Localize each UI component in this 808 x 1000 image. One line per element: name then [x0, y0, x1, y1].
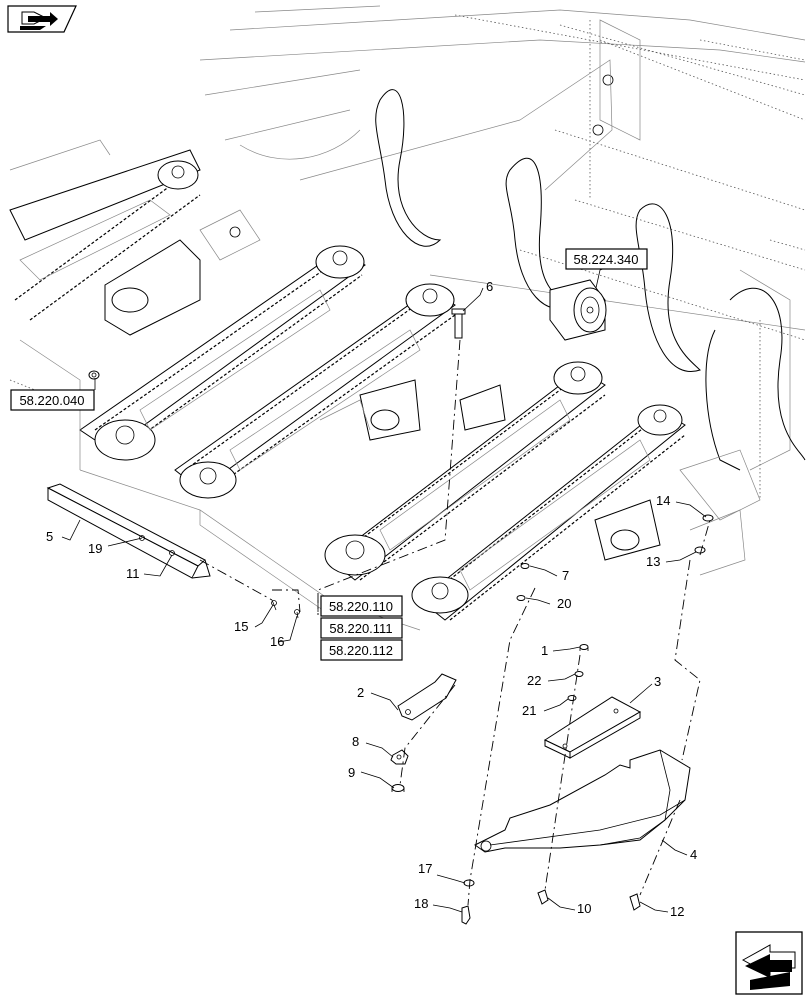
bolt-part-18 [461, 905, 471, 925]
reference-box-58-220-111[interactable]: 58.220.111 [320, 617, 403, 639]
reference-label: 58.220.112 [329, 643, 393, 658]
callout-5: 5 [46, 529, 53, 544]
callout-15: 15 [234, 619, 248, 634]
callout-16: 16 [270, 634, 284, 649]
reference-box-58-220-040[interactable]: 58.220.040 [10, 389, 95, 411]
callout-12: 12 [670, 904, 684, 919]
callout-10: 10 [577, 901, 591, 916]
callout-20: 20 [557, 596, 571, 611]
angle-strip-part-5 [46, 483, 211, 579]
callout-7: 7 [562, 568, 569, 583]
callout-14: 14 [656, 493, 670, 508]
callout-11: 11 [126, 566, 140, 581]
reference-label: 58.224.340 [573, 252, 638, 267]
bolt-part-12 [629, 893, 641, 911]
shield-part-4 [474, 749, 691, 853]
bracket-part-2 [397, 673, 457, 721]
fastener-ref-220-040 [88, 370, 100, 380]
callout-19: 19 [88, 541, 102, 556]
callout-18: 18 [414, 896, 428, 911]
plate-part-3 [543, 696, 642, 759]
pin-part-16 [294, 609, 300, 619]
leader-lines [61, 266, 707, 913]
fastener-part-22 [574, 671, 584, 677]
callout-13: 13 [646, 554, 660, 569]
auger-flights [239, 89, 806, 471]
row-unit-3 [174, 283, 456, 499]
callout-3: 3 [654, 674, 661, 689]
row-unit-2 [79, 209, 366, 461]
callout-labels: 5 19 11 6 15 16 2 8 9 1 22 21 3 4 17 18 … [46, 279, 697, 919]
callout-2: 2 [357, 685, 364, 700]
navigation-arrow-icon[interactable] [7, 5, 77, 33]
callout-6: 6 [486, 279, 493, 294]
orientation-arrow-icon[interactable] [735, 931, 803, 995]
fastener-part-21 [567, 695, 577, 701]
reference-box-58-224-340[interactable]: 58.224.340 [565, 248, 648, 270]
callout-1: 1 [541, 643, 548, 658]
reference-box-58-220-112[interactable]: 58.220.112 [320, 639, 403, 661]
callout-9: 9 [348, 765, 355, 780]
header-frame [199, 5, 806, 500]
bolt-part-10 [537, 889, 549, 905]
callout-21: 21 [522, 703, 536, 718]
fastener-part-1 [579, 644, 589, 651]
row-unit-4 [324, 361, 606, 581]
nut-part-8 [390, 749, 409, 765]
pin-part-15 [271, 599, 277, 611]
drive-motor [549, 279, 607, 341]
washer-part-9 [391, 784, 405, 792]
bolt-part-6 [451, 308, 466, 339]
callout-8: 8 [352, 734, 359, 749]
row-unit-5 [411, 404, 761, 621]
callout-22: 22 [527, 673, 541, 688]
callout-4: 4 [690, 847, 697, 862]
reference-label: 58.220.111 [329, 621, 392, 636]
washer-part-17 [463, 879, 475, 887]
callout-17: 17 [418, 861, 432, 876]
row-unit-1 [9, 139, 201, 321]
reference-label: 58.220.110 [329, 599, 393, 614]
reference-box-58-220-110[interactable]: 58.220.110 [320, 595, 403, 617]
fastener-part-13 [694, 546, 706, 554]
fastener-part-7 [520, 563, 530, 569]
reference-label: 58.220.040 [19, 393, 84, 408]
fastener-part-20 [516, 595, 526, 601]
